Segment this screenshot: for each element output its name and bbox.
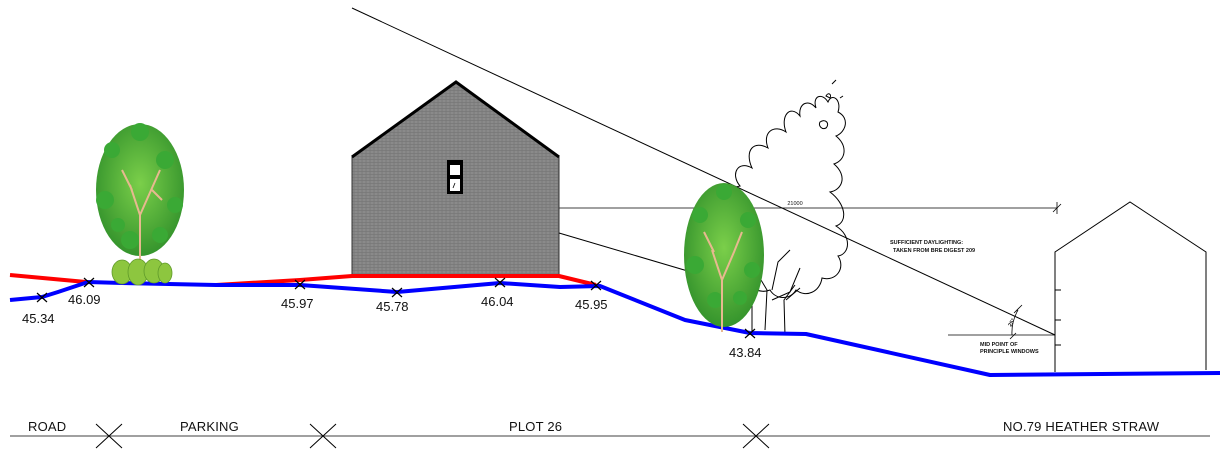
zone-label-plot: PLOT 26	[509, 419, 562, 434]
plot-26-house	[351, 80, 560, 277]
level-label: 43.84	[729, 345, 762, 360]
midpoint-note-line2: PRINCIPLE WINDOWS	[980, 349, 1039, 355]
level-label: 45.78	[376, 299, 409, 314]
proposed-ground-line	[9, 273, 597, 287]
level-label: 45.34	[22, 311, 55, 326]
window	[447, 160, 463, 194]
zone-label-road: ROAD	[28, 419, 66, 434]
tree-icon	[96, 123, 184, 286]
boundary-x-icon	[95, 423, 770, 449]
level-label: 45.97	[281, 296, 314, 311]
dimension-line	[548, 202, 1062, 214]
tree-icon	[684, 183, 764, 332]
level-label: 45.95	[575, 297, 608, 312]
angle-label: 25°	[1008, 318, 1017, 328]
zone-label-neighbour: NO.79 HEATHER STRAW	[1003, 419, 1160, 434]
midpoint-marker	[948, 304, 1055, 340]
daylight-note-line2: TAKEN FROM BRE DIGEST 209	[893, 248, 975, 254]
midpoint-note-line1: MID POINT OF	[980, 342, 1018, 348]
cross-marker-icon	[36, 277, 756, 339]
level-label: 46.04	[481, 294, 514, 309]
level-label: 46.09	[68, 292, 101, 307]
daylight-line	[351, 7, 1056, 336]
zone-label-parking: PARKING	[180, 419, 239, 434]
daylight-note-line1: SUFFICIENT DAYLIGHTING:	[890, 240, 963, 246]
existing-ground-line	[9, 280, 1220, 377]
neighbour-house	[1054, 201, 1207, 372]
dimension-label: 21000	[787, 201, 802, 207]
